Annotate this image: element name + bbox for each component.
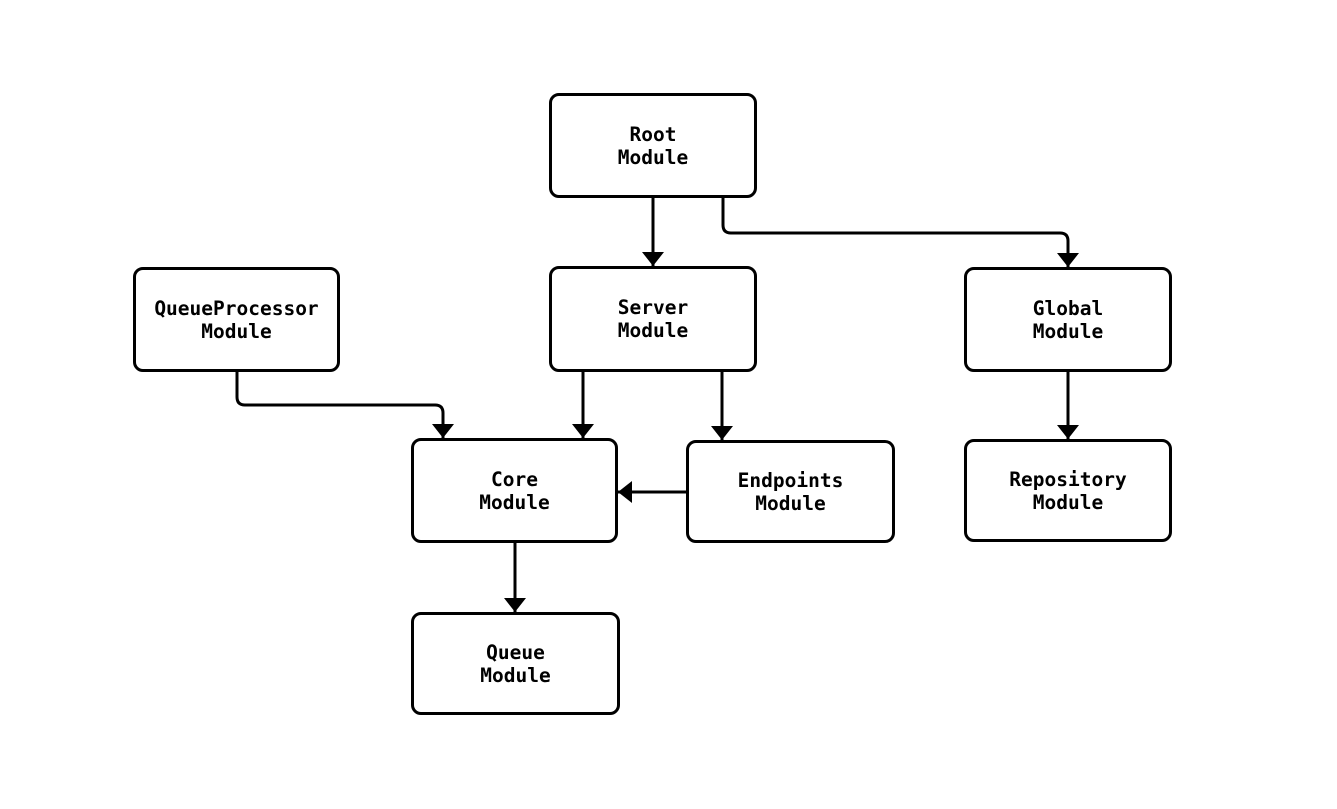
node-label-line: Queue — [486, 640, 545, 664]
node-label-line: Module — [480, 663, 551, 687]
node-label-line: Server — [617, 296, 689, 319]
node-label-line: Module — [755, 491, 826, 515]
node-label-line: Global — [1032, 296, 1104, 320]
node-label-line: Module — [201, 319, 272, 343]
edge-queueprocessor-to-core — [235, 372, 454, 438]
node-label-line: Root — [629, 122, 677, 146]
node-label-line: QueueProcessor — [154, 296, 319, 320]
node-label-line: Repository — [1009, 467, 1127, 491]
node-label-line: Core — [491, 467, 538, 491]
node-label-line: Module — [617, 319, 689, 342]
node-label-line: Module — [479, 490, 550, 514]
node-label-line: Module — [1032, 490, 1104, 514]
node-label-line: Module — [1032, 319, 1104, 343]
node-label-line: Module — [617, 145, 689, 169]
edges-group — [235, 198, 1079, 612]
node-label-line: Endpoints — [737, 468, 844, 492]
edge-root-to-global — [721, 198, 1079, 267]
